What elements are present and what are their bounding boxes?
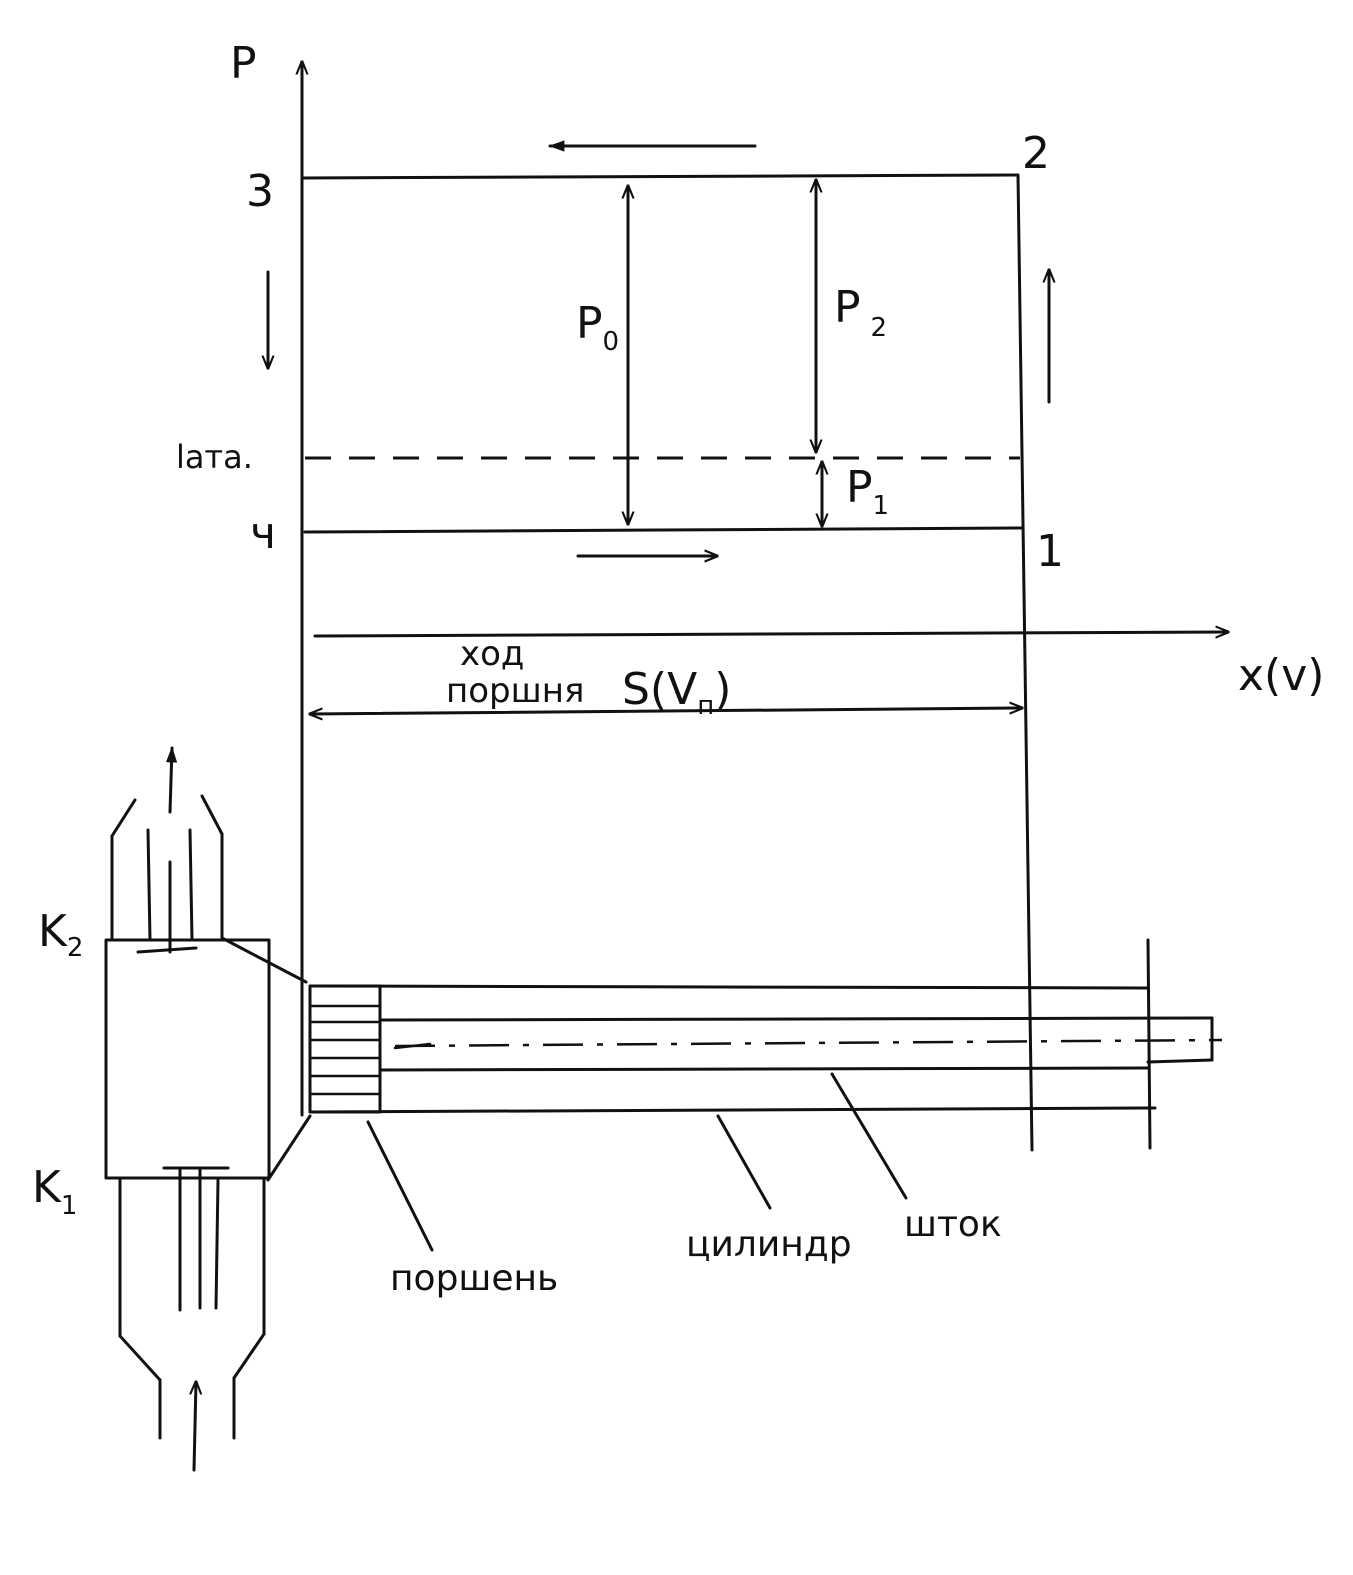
cylinder-label: цилиндр bbox=[686, 1224, 852, 1265]
x-axis-label: x(v) bbox=[1238, 650, 1324, 701]
cylinder bbox=[308, 938, 1157, 1150]
stroke-label-line2: поршня bbox=[446, 671, 584, 711]
cylinder-end bbox=[1146, 938, 1152, 1150]
stroke-arrow bbox=[308, 708, 1024, 714]
valve-k2-label: K2 bbox=[38, 906, 83, 963]
x-axis bbox=[313, 632, 1230, 636]
cycle-diagram bbox=[300, 173, 1034, 1152]
rod-axis bbox=[394, 1038, 1223, 1048]
p-axis-label: P bbox=[230, 38, 257, 89]
stroke-label-line1: ход bbox=[460, 634, 524, 674]
point-1-label: 1 bbox=[1036, 526, 1064, 577]
rod-label: шток bbox=[904, 1204, 1002, 1245]
point-4-label: ч bbox=[250, 508, 276, 559]
valve-k1-label: K1 bbox=[32, 1162, 77, 1221]
point-2-label: 2 bbox=[1022, 128, 1050, 179]
leader-lines bbox=[366, 1072, 908, 1252]
process-arrows bbox=[268, 140, 1049, 556]
discharge-valve-k2 bbox=[110, 746, 224, 954]
stroke-symbol: S(Vп) bbox=[622, 664, 731, 721]
p0-label: P0 bbox=[576, 298, 619, 357]
suction-valve-k1 bbox=[118, 1166, 266, 1472]
rod bbox=[378, 1016, 1223, 1072]
valve-body bbox=[104, 936, 312, 1182]
line-2-1-right bbox=[1016, 173, 1034, 1152]
atm-level-label: lата. bbox=[176, 438, 253, 476]
pressure-arrows bbox=[628, 178, 822, 528]
piston bbox=[308, 984, 382, 1114]
p1-label: P1 bbox=[846, 462, 889, 521]
line-3-2 bbox=[300, 173, 1020, 180]
point-3-label: 3 bbox=[246, 166, 274, 217]
line-4-1 bbox=[303, 526, 1024, 534]
piston-label: поршень bbox=[390, 1258, 558, 1299]
